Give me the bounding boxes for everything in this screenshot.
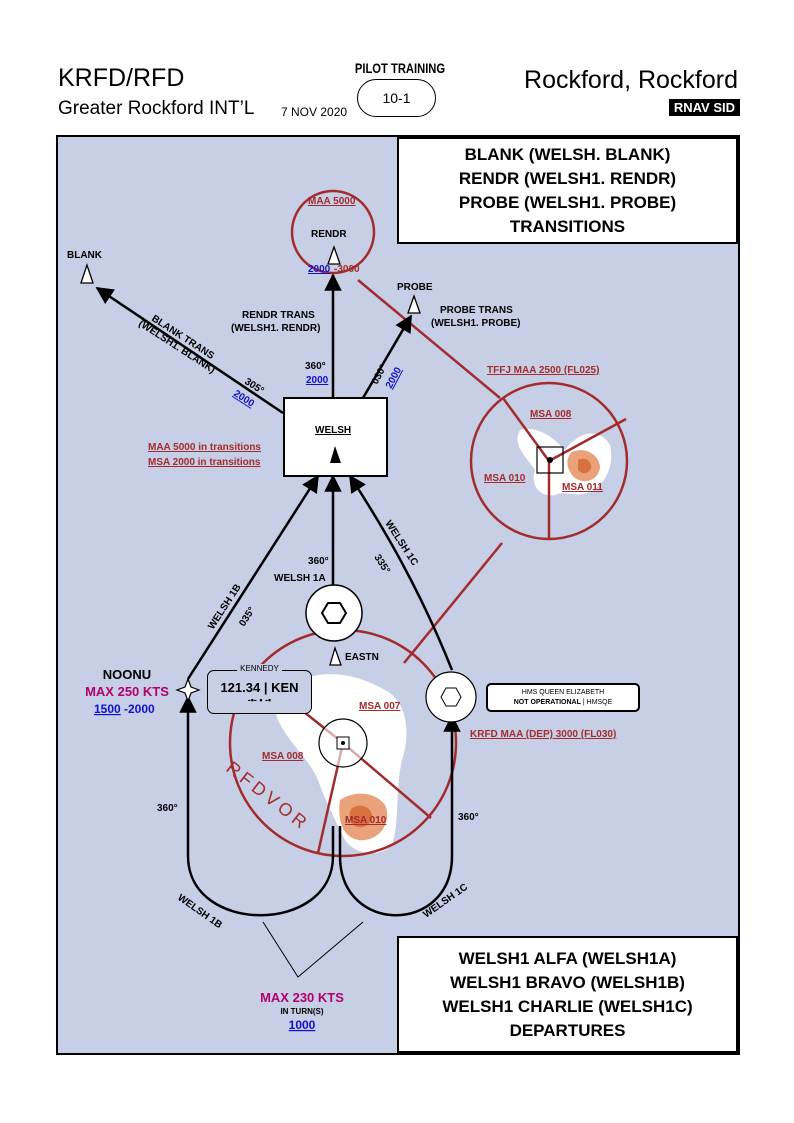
rendr-fix-label: RENDR [311,229,347,240]
turn-callout [262,921,364,978]
rfd-msa-008: MSA 008 [262,751,304,762]
welsh1c-track [348,474,454,671]
map-frame [56,135,740,1055]
tffj-navaid-icon [536,446,564,474]
kennedy-frequency: 121.34 | KEN [220,680,299,695]
departure-line-charlie: WELSH1 CHARLIE (WELSH1C) [442,996,693,1016]
noonu-speed: MAX 250 KTS [85,684,169,699]
training-label: PILOT TRAINING [354,60,446,76]
turn-speed-sub: IN TURN(S) [280,1007,323,1016]
welsh1c-turn [338,714,461,917]
hms-name: HMS QUEEN ELIZABETH [521,689,605,696]
airport-id: KRFD/RFD [58,64,185,92]
tffj-msa-008: MSA 008 [530,409,572,420]
welsh1a-navaid-icon [305,584,363,642]
transition-line-rendr: RENDR (WELSH1. RENDR) [458,168,677,188]
turn-speed: MAX 230 KTS [260,990,344,1005]
transition-line-blank: BLANK (WELSH. BLANK) [464,144,671,164]
probe-trans-label: PROBE TRANS [440,305,513,316]
welsh-fix-icon [330,446,341,463]
rfd-msa-010: MSA 010 [345,815,387,826]
right-turn-course: 360° [458,812,479,823]
terrain-tffj [517,429,612,496]
hms-ident: | HMSQE [582,699,613,706]
rfd-msa-007: MSA 007 [359,701,401,712]
departure-line-alfa: WELSH1 ALFA (WELSH1A) [458,948,677,968]
tffj-msa-011: MSA 011 [562,482,603,493]
maa-transitions-label: MAA 5000 in transitions [148,442,261,453]
kennedy-name: KENNEDY [237,664,282,673]
hms-status: NOT OPERATIONAL [513,699,581,706]
chart-type-badge: RNAV SID [668,99,740,116]
transition-line-title: TRANSITIONS [509,216,626,236]
probe-trans-sub: (WELSH1. PROBE) [431,318,520,329]
rendr-trans-sub: (WELSH1. RENDR) [231,323,320,334]
blank-track [95,286,284,415]
blank-fix-icon [80,262,94,284]
rendr-alt: 2000 [306,375,329,386]
eastn-fix-label: EASTN [345,652,379,663]
welsh-fix-label: WELSH [315,425,351,436]
msa-transitions-label: MSA 2000 in transitions [148,457,261,468]
tffj-sector-line-1 [501,397,551,462]
probe-track [361,314,413,399]
departure-line-bravo: WELSH1 BRAVO (WELSH1B) [450,972,685,992]
rfd-vor-icon [318,718,368,768]
welsh1a-course: 360° [308,556,329,567]
krfd-maa-label: KRFD MAA (DEP) 3000 (FL030) [470,729,616,740]
airport-name: Greater Rockford INT’L [58,98,255,119]
rendr-fix-icon [327,245,341,265]
hms-navaid-box: HMS QUEEN ELIZABETH NOT OPERATIONAL | HM… [486,683,640,712]
rendr-tffj-connector [357,279,501,399]
blank-fix-label: BLANK [67,250,103,261]
noonu-fix-label: NOONU [103,667,151,682]
page-number: 10-1 [357,79,436,117]
kennedy-morse: -•- • -• [247,695,272,705]
left-turn-course: 360° [157,803,178,814]
eastn-fix-icon [329,645,342,666]
tffj-rfd-connector [403,542,503,664]
rendr-trans-label: RENDR TRANS [242,310,315,321]
probe-fix-icon [407,294,421,314]
rendr-maa-circle [290,189,376,275]
welsh1a-label: WELSH 1A [274,573,326,584]
welsh1b-track [186,474,320,680]
rendr-alt-low: 2000 [308,264,331,275]
chart-date: 7 NOV 2020 [281,105,348,119]
probe-fix-label: PROBE [397,282,433,293]
turn-alt: 1000 [289,1018,316,1032]
transition-line-probe: PROBE (WELSH1. PROBE) [458,192,677,212]
departure-line-title: DEPARTURES [509,1020,626,1040]
rendr-course: 360° [305,361,326,372]
noonu-fix-icon [175,677,201,703]
transitions-box: BLANK (WELSH. BLANK) RENDR (WELSH1. REND… [397,137,738,244]
tffj-sector-line-2 [548,417,627,463]
maa-5000-label: MAA 5000 [308,196,356,207]
hms-navaid-icon [425,671,477,723]
noonu-alt-high: -2000 [124,702,155,716]
noonu-alt-low: 1500 [94,702,121,716]
kennedy-navaid-box: KENNEDY 121.34 | KEN -•- • -• [207,664,312,714]
departures-box: WELSH1 ALFA (WELSH1A) WELSH1 BRAVO (WELS… [397,936,738,1053]
city-name: Rockford, Rockford [524,66,738,94]
tffj-msa-010: MSA 010 [484,473,526,484]
rendr-alt-high: -3000 [334,264,360,275]
welsh1b-turn [179,695,335,917]
welsh-fix-box [283,397,388,477]
tffj-maa-label: TFFJ MAA 2500 (FL025) [487,365,599,376]
